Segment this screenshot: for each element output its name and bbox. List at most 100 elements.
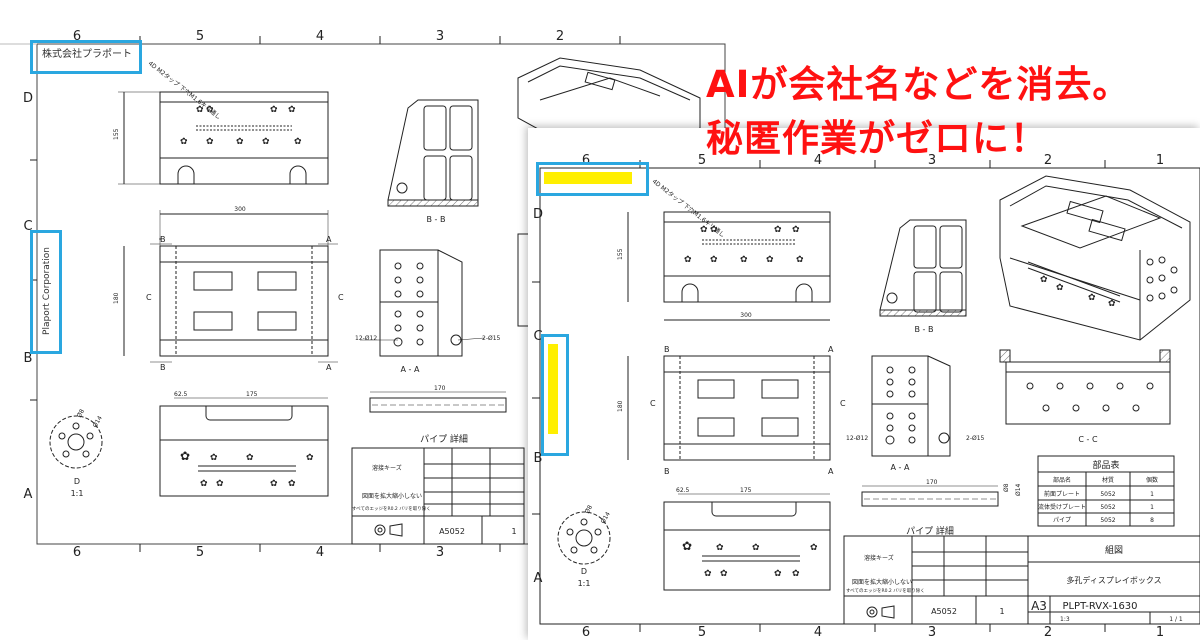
svg-text:✿: ✿ <box>288 105 296 115</box>
svg-text:✿: ✿ <box>710 255 718 265</box>
svg-text:✿: ✿ <box>720 569 728 579</box>
headline-line-2: 秘匿作業がゼロに！ <box>706 117 1048 160</box>
tb-part-name: 多孔ディスプレイボックス <box>1066 575 1161 585</box>
bom-cell: 5052 <box>1100 491 1115 498</box>
headline: AIが会社名などを消去。 秘匿作業がゼロに！ <box>706 58 1130 166</box>
col-label-bottom: 5 <box>196 545 204 560</box>
section-a-view <box>379 249 439 357</box>
bom-cell: 8 <box>1150 517 1154 524</box>
svg-text:✿: ✿ <box>700 225 708 235</box>
row-label: D <box>533 207 543 222</box>
bom-title: 部品表 <box>1092 459 1119 471</box>
svg-text:✿: ✿ <box>288 479 296 489</box>
detail-d-circle <box>49 415 103 469</box>
cut-c: C <box>338 293 344 302</box>
title-block <box>843 535 1200 625</box>
svg-text:✿: ✿ <box>684 255 692 265</box>
cut-c: C <box>840 399 846 408</box>
tb-edge: すべてのエッジをR0.2 バリを取り除く <box>352 505 431 512</box>
pipe-view <box>861 491 999 507</box>
col-label-bottom: 1 <box>1156 625 1164 640</box>
tb-weld: 溶接キーズ <box>372 464 402 472</box>
col-label: 5 <box>196 29 204 44</box>
cut-b: B <box>664 467 670 476</box>
col-label-bottom: 3 <box>436 545 444 560</box>
cut-c: C <box>146 293 152 302</box>
bom-cell: 1 <box>1150 504 1154 511</box>
svg-text:✿: ✿ <box>1056 283 1064 293</box>
detail-d-scale: 1:1 <box>578 579 591 588</box>
cut-b: B <box>160 363 166 372</box>
tb-qty: 1 <box>999 607 1004 616</box>
hole-2: 2-Ø15 <box>482 335 501 342</box>
svg-text:✿: ✿ <box>216 479 224 489</box>
tb-note: 図面を拡大縮小しない <box>362 492 422 500</box>
col-label: 1 <box>1156 153 1164 168</box>
svg-text:✿: ✿ <box>262 137 270 147</box>
cut-a: A <box>828 467 834 476</box>
col-label-bottom: 6 <box>73 545 81 560</box>
col-label-bottom: 4 <box>814 625 822 640</box>
bottom-view <box>663 501 831 591</box>
svg-text:✿: ✿ <box>236 137 244 147</box>
tb-number: PLPT-RVX-1630 <box>1062 601 1137 612</box>
row-label: B <box>534 451 543 466</box>
bom-header: 材質 <box>1102 476 1114 484</box>
svg-text:✿: ✿ <box>710 225 718 235</box>
cut-b: B <box>160 235 166 244</box>
col-label: 5 <box>698 153 706 168</box>
tb-scale: 1:3 <box>1060 616 1070 623</box>
pipe-view <box>369 397 507 413</box>
cut-a: A <box>326 235 332 244</box>
section-aa-label: A - A <box>891 463 910 472</box>
row-label: C <box>23 219 32 234</box>
svg-text:✿: ✿ <box>270 479 278 489</box>
dim-170: 170 <box>926 479 938 486</box>
svg-text:✿: ✿ <box>246 453 254 463</box>
section-a-view <box>871 355 929 457</box>
detail-d-label: D <box>581 567 587 576</box>
redacted-company-highlight <box>536 162 649 196</box>
col-label-bottom: 2 <box>1044 625 1052 640</box>
row-label: A <box>24 487 33 502</box>
bottom-view <box>159 405 329 497</box>
title-block <box>351 447 525 545</box>
svg-text:✿: ✿ <box>196 105 204 115</box>
tb-material: A5052 <box>931 607 957 616</box>
company-name-highlight <box>30 40 142 74</box>
svg-text:✿: ✿ <box>1040 275 1048 285</box>
cut-c: C <box>650 399 656 408</box>
dim-170: 170 <box>434 385 446 392</box>
hole-12: 12-Ø12 <box>355 335 377 342</box>
company-name-en-highlight <box>30 230 62 354</box>
row-label: C <box>533 329 542 344</box>
redacted-company-name <box>544 172 632 184</box>
isometric-view <box>999 175 1191 341</box>
bom-cell: パイプ <box>1053 517 1071 524</box>
hole-2: 2-Ø15 <box>966 435 985 442</box>
detail-title: パイプ 詳細 <box>420 433 468 445</box>
dim-180: 180 <box>113 292 120 304</box>
dim-o8: Ø8 <box>76 408 86 419</box>
bom-table <box>1037 455 1175 527</box>
front-sheet-paper <box>528 128 1200 640</box>
tb-drawing-type: 組図 <box>1105 544 1123 556</box>
svg-text:✿: ✿ <box>682 539 692 553</box>
bom-header: 部品名 <box>1053 476 1071 484</box>
svg-text:✿: ✿ <box>294 137 302 147</box>
company-name-jp: 株式会社プラポート <box>42 49 132 60</box>
dim-300: 300 <box>234 206 246 213</box>
svg-text:✿: ✿ <box>810 543 818 553</box>
bom-cell: 1 <box>1150 491 1154 498</box>
detail-d-label: D <box>74 477 80 486</box>
col-label: 4 <box>814 153 822 168</box>
dim-180: 180 <box>617 400 624 412</box>
row-label: D <box>23 91 33 106</box>
dim-o8: Ø8 <box>1003 483 1010 492</box>
cut-a: A <box>326 363 332 372</box>
tb-size: A3 <box>1031 599 1047 613</box>
dim-300: 300 <box>740 312 752 319</box>
svg-text:✿: ✿ <box>792 225 800 235</box>
dim-o8: Ø8 <box>584 504 594 515</box>
svg-text:✿: ✿ <box>774 225 782 235</box>
